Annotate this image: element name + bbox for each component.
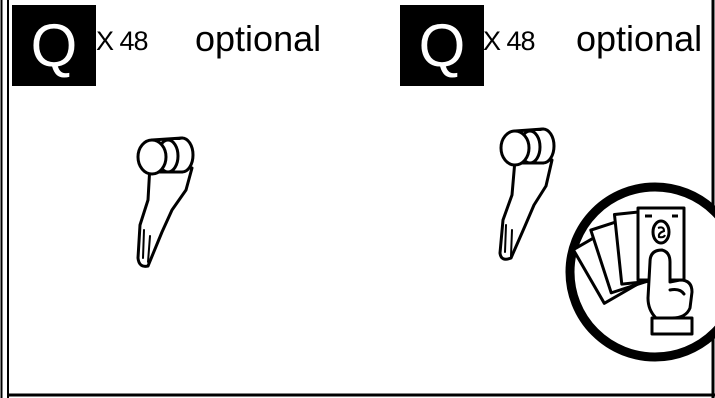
purchase-separately-money-icon: [565, 182, 715, 362]
part-letter-badge: Q: [400, 5, 484, 86]
optional-label: optional: [576, 18, 703, 59]
part-quantity: X 48: [96, 26, 149, 56]
part-quantity: X 48: [483, 26, 536, 56]
curtain-hook-icon: [136, 136, 195, 268]
curtain-hook-icon: [498, 127, 556, 261]
optional-label: optional: [195, 18, 322, 59]
part-letter-badge: Q: [12, 5, 96, 86]
